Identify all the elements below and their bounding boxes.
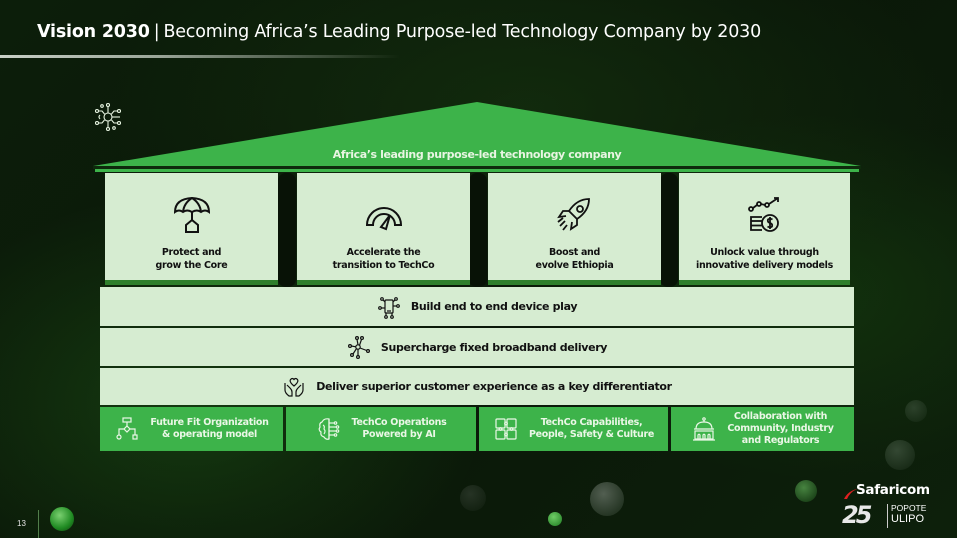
pillar-label-line: Protect and — [161, 247, 222, 258]
slide-title: Vision 2030|Becoming Africa’s Leading Pu… — [37, 22, 761, 42]
roof-shape — [93, 102, 861, 172]
foundation-label: Collaboration with Community, Industry a… — [727, 411, 834, 447]
decorative-bokeh — [460, 485, 486, 511]
slide-title-bold: Vision 2030 — [37, 22, 150, 42]
pillar-label-line: transition to TechCo — [332, 260, 435, 271]
foundation-label-line: TechCo Capabilities, — [540, 417, 643, 428]
pillar-gap — [660, 173, 678, 287]
foundation-label-line: Collaboration with — [733, 411, 828, 422]
coins-growth-icon — [747, 197, 779, 232]
foundation-label-line: People, Safety & Culture — [528, 429, 655, 440]
band-label: Deliver superior customer experience as … — [316, 380, 672, 393]
pillar-label-line: innovative delivery models — [695, 260, 833, 271]
ai-circuit-icon — [94, 102, 122, 132]
decorative-bokeh — [590, 482, 624, 516]
pillar-label-line: Unlock value through — [710, 247, 819, 258]
decorative-bokeh — [548, 512, 562, 526]
decorative-bokeh — [885, 440, 915, 470]
band-label: Build end to end device play — [410, 300, 578, 313]
foundation-label: TechCo Operations Powered by AI — [352, 417, 447, 441]
org-flowchart-icon — [116, 417, 138, 440]
page-number-divider — [38, 510, 39, 538]
decorative-bokeh — [50, 507, 74, 531]
header-divider — [0, 55, 400, 58]
logo-tagline-line2: ULIPO — [891, 513, 925, 525]
pillar-gap — [278, 173, 296, 287]
safaricom-logo: Safaricom 25 POPOTE ULIPO — [840, 480, 950, 535]
pillar-label-line: evolve Ethiopia — [535, 260, 614, 271]
pillar-unlock-value: Unlock value through innovative delivery… — [679, 173, 850, 285]
foundation-label-line: Future Fit Organization — [150, 417, 269, 428]
logo-tagline-line1: POPOTE — [891, 503, 927, 513]
logo-anniversary-number: 25 — [842, 501, 872, 529]
foundation-label: Future Fit Organization & operating mode… — [150, 417, 269, 441]
title-separator: | — [153, 22, 160, 42]
band-fixed-broadband: Supercharge fixed broadband delivery — [100, 328, 854, 366]
foundation-techco-capabilities: TechCo Capabilities, People, Safety & Cu… — [479, 407, 668, 451]
band-label: Supercharge fixed broadband delivery — [380, 340, 608, 354]
ai-brain-icon — [318, 418, 339, 440]
logo-tagline: POPOTE ULIPO — [891, 503, 926, 525]
page-number: 13 — [17, 519, 26, 528]
foundation-label-line: & operating model — [162, 429, 257, 440]
pillar-gap — [469, 173, 487, 287]
foundation-collaboration: Collaboration with Community, Industry a… — [671, 407, 854, 451]
foundation-label-line: Community, Industry — [727, 423, 834, 434]
house-roof: Africa’s leading purpose-led technology … — [93, 102, 861, 172]
foundation-future-fit-org: Future Fit Organization & operating mode… — [100, 407, 283, 451]
network-hub-icon — [347, 336, 370, 359]
rocket-icon — [556, 198, 590, 231]
umbrella-house-icon — [173, 196, 210, 233]
government-building-icon — [693, 417, 716, 441]
hands-heart-icon — [284, 377, 304, 397]
speedometer-icon — [365, 207, 402, 231]
foundation-label-line: and Regulators — [741, 435, 820, 446]
foundation-label-line: Powered by AI — [362, 429, 436, 440]
house-foundation: Future Fit Organization & operating mode… — [100, 407, 854, 451]
foundation-label: TechCo Capabilities, People, Safety & Cu… — [529, 417, 654, 441]
decorative-bokeh — [795, 480, 817, 502]
slide-title-subtitle: Becoming Africa’s Leading Purpose-led Te… — [163, 22, 762, 42]
pillar-label: Protect and grow the Core — [105, 246, 278, 272]
puzzle-blocks-icon — [495, 418, 517, 440]
pillar-label-line: Boost and — [548, 247, 601, 258]
pillar-protect-core: Protect and grow the Core — [105, 173, 278, 285]
pillar-label-line: grow the Core — [155, 260, 228, 271]
pillar-label: Accelerate the transition to TechCo — [297, 246, 470, 272]
pillar-accelerate-techco: Accelerate the transition to TechCo — [297, 173, 470, 285]
decorative-bokeh — [905, 400, 927, 422]
logo-divider — [887, 504, 888, 528]
safaricom-swoosh-icon — [844, 489, 857, 499]
pillar-label: Boost and evolve Ethiopia — [488, 246, 661, 272]
roof-vision-statement: Africa’s leading purpose-led technology … — [332, 148, 622, 161]
connected-phone-icon — [377, 296, 400, 319]
strategic-pillars: Protect and grow the Core Accelerate the… — [105, 173, 850, 285]
pillar-boost-ethiopia: Boost and evolve Ethiopia — [488, 173, 661, 285]
band-device-play: Build end to end device play — [100, 287, 854, 326]
logo-wordmark: Safaricom — [856, 482, 930, 498]
band-customer-experience: Deliver superior customer experience as … — [100, 368, 854, 405]
pillar-label-line: Accelerate the — [346, 247, 421, 258]
pillar-label: Unlock value through innovative delivery… — [679, 246, 850, 272]
foundation-techco-operations: TechCo Operations Powered by AI — [286, 407, 476, 451]
foundation-label-line: TechCo Operations — [351, 417, 447, 428]
